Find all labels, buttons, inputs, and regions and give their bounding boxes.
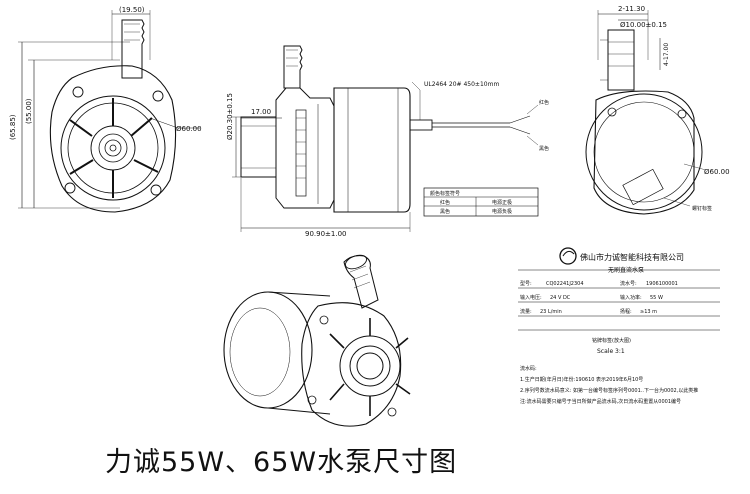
row3-value2: ≥13 m bbox=[640, 309, 657, 315]
dim-side-height: Ø20.30±0.15 bbox=[226, 93, 234, 140]
color-table-text: 颜色标签符号 红色 电源正极 黑色 电源负极 bbox=[430, 190, 512, 215]
dim-height-inner: (55.00) bbox=[25, 98, 33, 124]
dim-right-diameter-small: Ø10.00±0.15 bbox=[620, 21, 667, 29]
cable-labels: UL2464 20# 450±10mm 红色 黑色 螺钉标签 bbox=[424, 81, 712, 212]
wire-black-label: 黑色 bbox=[539, 145, 549, 152]
company-name: 佛山市力诚智能科技有限公司 bbox=[580, 252, 684, 262]
dim-overall-length: 90.90±1.00 bbox=[305, 230, 347, 238]
dim-right-top-offset: 2-11.30 bbox=[618, 5, 645, 13]
row3-label2: 扬程: bbox=[620, 308, 632, 315]
row1-value2: 1906100001 bbox=[646, 281, 678, 287]
notes-title: 流水码: bbox=[520, 365, 537, 372]
row1-label2: 流水号: bbox=[620, 280, 637, 287]
front-view bbox=[18, 10, 200, 213]
right-view bbox=[585, 10, 707, 215]
wire-color-table bbox=[423, 187, 539, 217]
dim-right-vertical: 4-17.00 bbox=[663, 43, 670, 66]
row2-value1: 24 V DC bbox=[550, 295, 571, 301]
note-3: 注:流水码需要只编号于当日所做产品流水码,次日流水码重置从0001编号 bbox=[520, 398, 681, 405]
nameplate-text: 佛山市力诚智能科技有限公司 无刷直流水泵 型号: CQ02241J2304 流水… bbox=[520, 252, 698, 405]
product-subtitle: 无刷直流水泵 bbox=[608, 266, 644, 274]
cable-spec: UL2464 20# 450±10mm bbox=[424, 81, 499, 88]
scale-label: Scale 3:1 bbox=[597, 348, 625, 355]
row1-label1: 型号: bbox=[520, 280, 532, 287]
row1-value1: CQ02241J2304 bbox=[546, 281, 584, 287]
dim-top-width: (19.50) bbox=[119, 6, 145, 14]
note-2: 2.序列号数流水码意义: 如第一台编号标签序列号0001..下一台为0002,以… bbox=[520, 387, 698, 394]
row2-label1: 输入电压: bbox=[520, 294, 542, 301]
color-row-1-meaning: 电源正极 bbox=[492, 199, 512, 206]
dim-height-outer: (65.85) bbox=[9, 114, 17, 140]
row2-label2: 输入功率: bbox=[620, 294, 642, 301]
label-title: 铭牌标签(放大图) bbox=[592, 337, 631, 344]
side-view bbox=[232, 45, 539, 232]
color-row-1-color: 红色 bbox=[440, 199, 450, 206]
row3-value1: 23 L/min bbox=[540, 309, 562, 315]
dim-outlet-offset: 17.00 bbox=[251, 108, 271, 116]
screw-label: 螺钉标签 bbox=[692, 205, 712, 212]
color-row-2-meaning: 电源负极 bbox=[492, 208, 512, 215]
row3-label1: 流量: bbox=[520, 308, 532, 315]
color-table-header: 颜色标签符号 bbox=[430, 190, 460, 197]
row2-value2: 55 W bbox=[650, 295, 663, 301]
nameplate-frame bbox=[518, 247, 720, 331]
dim-front-diameter: Ø60.00 bbox=[176, 125, 202, 133]
color-row-2-color: 黑色 bbox=[440, 208, 450, 215]
dimension-labels: (19.50) (65.85) (55.00) Ø60.00 17.00 Ø20… bbox=[9, 5, 730, 238]
note-1: 1.生产日期(年月日)年份:190610 表示2019年6月10号 bbox=[520, 376, 643, 383]
wire-red-label: 红色 bbox=[539, 99, 549, 106]
pump-isometric-view bbox=[223, 254, 411, 427]
drawing-caption: 力诚55W、65W水泵尺寸图 bbox=[105, 447, 458, 478]
dim-right-diameter-main: Ø60.00 bbox=[704, 168, 730, 176]
